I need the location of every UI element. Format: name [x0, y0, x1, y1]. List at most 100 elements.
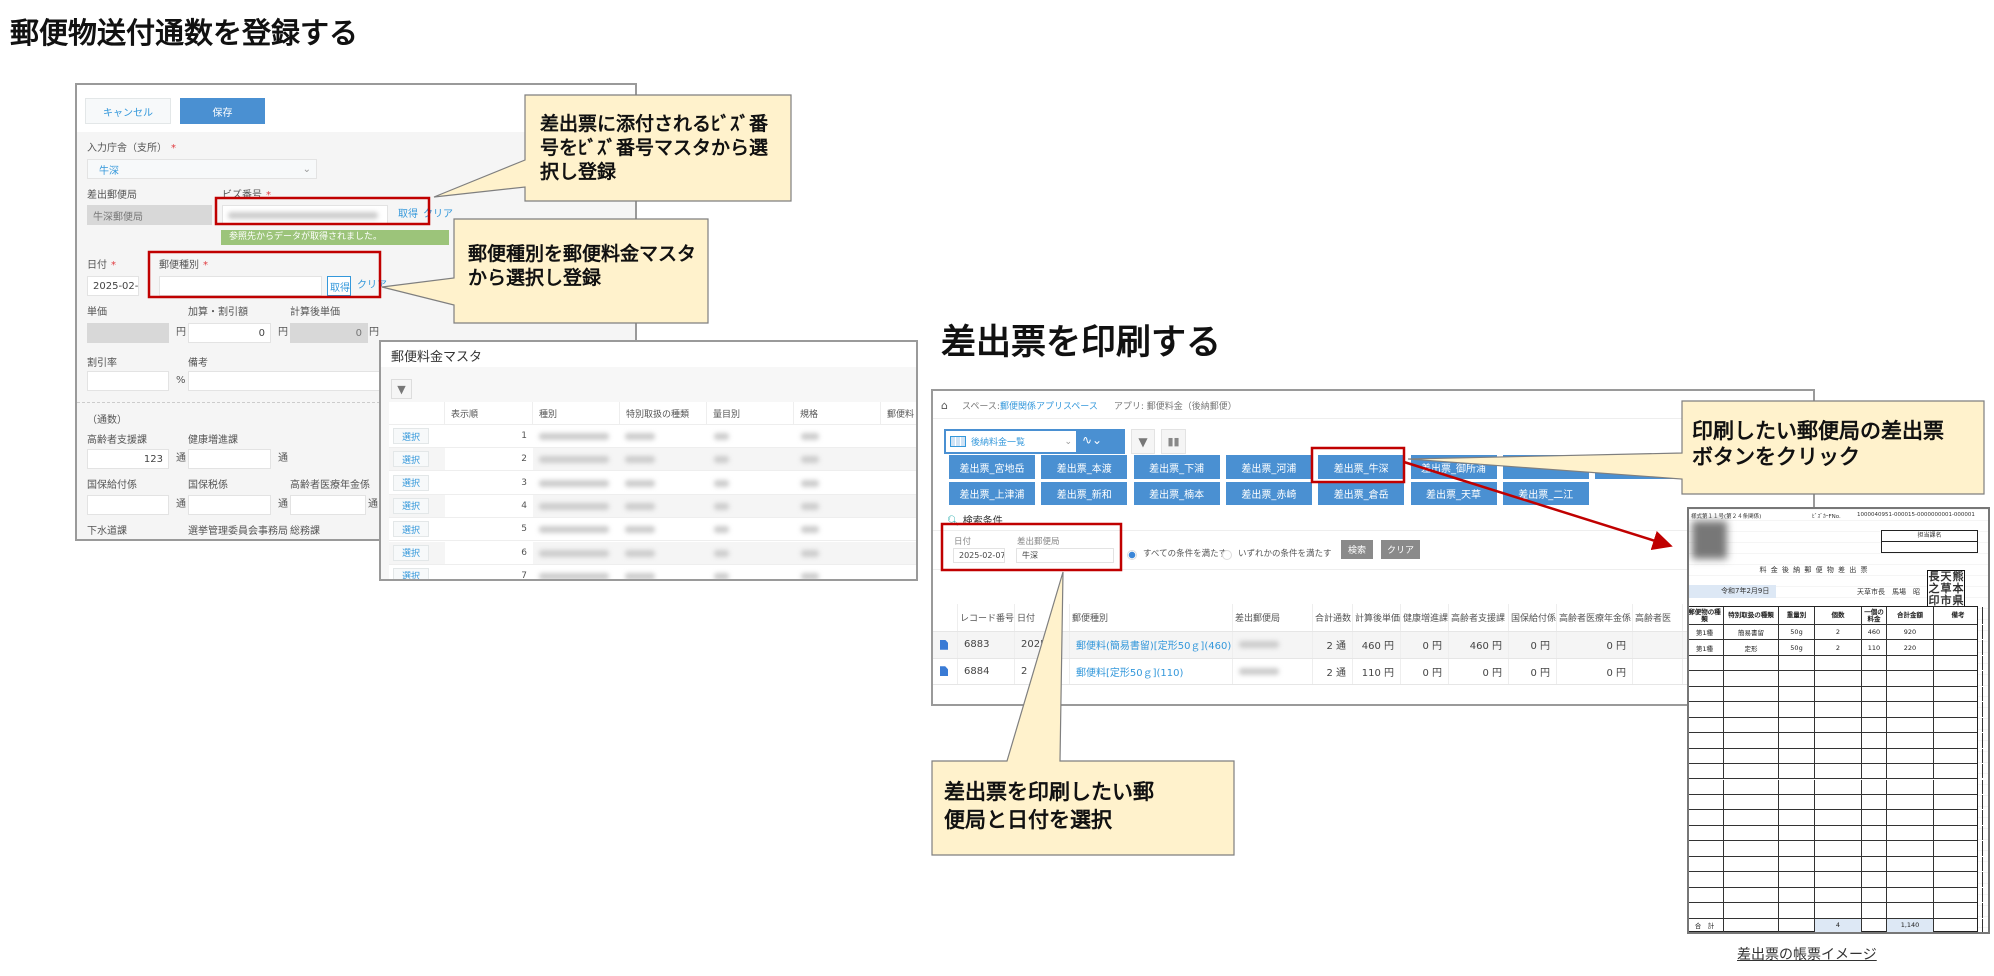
blurred-value [801, 549, 819, 557]
report-cell [1689, 841, 1724, 856]
report-cell [1724, 825, 1779, 841]
print-button-2-5[interactable]: 差出票_倉岳 [1318, 482, 1405, 505]
chart-icon[interactable]: ▮▮ [1161, 429, 1186, 454]
discount-field[interactable] [87, 371, 169, 391]
report-cell [1815, 686, 1862, 702]
count-unit: 通 [278, 499, 288, 510]
report-cell [1779, 887, 1815, 903]
print-button-1-8[interactable] [1595, 455, 1682, 479]
blurred-value [714, 433, 729, 440]
print-button-1-2[interactable]: 差出票_本渡 [1041, 455, 1128, 479]
select-button[interactable]: 選択 [393, 497, 429, 514]
print-button-1-6[interactable]: 差出票_御所浦 [1410, 455, 1497, 479]
date-field[interactable]: 2025-02-09 [87, 276, 139, 296]
print-button-1-4[interactable]: 差出票_河浦 [1225, 455, 1312, 479]
filter-icon[interactable]: ▼ [1131, 429, 1155, 454]
biz-clear-button[interactable]: クリア [423, 209, 453, 220]
records-table: レコード番号日付郵便種別差出郵便局合計通数計算後単価健康増進課高齢者支援課国保給… [933, 604, 1813, 686]
print-button-2-2[interactable]: 差出票_新和 [1041, 482, 1128, 505]
display-order: 2 [445, 448, 533, 471]
biz-number-field[interactable] [222, 205, 388, 225]
file-icon[interactable] [940, 666, 948, 677]
filter-icon[interactable]: ▼ [391, 379, 412, 399]
mail-type-get-button[interactable]: 取得 [327, 276, 351, 296]
print-button-1-5[interactable]: 差出票_牛深 [1318, 455, 1405, 479]
dept4-count-field[interactable] [188, 495, 271, 515]
radio-all[interactable] [1127, 550, 1137, 560]
callout-select-office: 差出票を印刷したい郵便局と日付を選択 [944, 780, 1154, 833]
report-cell [1887, 794, 1934, 810]
print-button-2-4[interactable]: 差出票_赤崎 [1225, 482, 1312, 505]
table-cell: 0 円 [1449, 658, 1509, 684]
report-row [1689, 856, 1983, 873]
blurred-value [801, 572, 819, 579]
report-cell [1779, 810, 1815, 825]
select-button[interactable]: 選択 [393, 451, 429, 468]
clear-button[interactable]: クリア [1381, 540, 1420, 559]
report-cell [1862, 794, 1887, 810]
report-cell: 簡易書留 [1724, 625, 1779, 640]
report-cell [1815, 794, 1862, 810]
blurred-value [714, 549, 729, 557]
table-cell[interactable]: 郵便料(簡易書留)[定形50ｇ](460) [1070, 632, 1233, 658]
blurred-value [1239, 667, 1279, 675]
column-header: 特別取扱の種類 [620, 402, 707, 424]
dept3-count-field[interactable] [87, 495, 169, 515]
dept1-count-field[interactable]: 123 [87, 449, 169, 469]
table-cell[interactable]: 郵便料[定形50ｇ](110) [1070, 658, 1233, 684]
branch-select[interactable]: 牛深⌄ [87, 159, 317, 179]
search-button[interactable]: 検索 [1341, 540, 1373, 559]
view-selector[interactable]: 後納料金一覧 ⌄ ∿⌄ [944, 429, 1125, 454]
graph-icon[interactable]: ∿⌄ [1082, 433, 1103, 447]
report-cell [1862, 903, 1887, 918]
table-cell: 460 円 [1353, 632, 1401, 658]
report-row [1689, 887, 1983, 904]
calc-price-label: 計算後単価 [290, 307, 340, 318]
blurred-value [539, 479, 609, 487]
select-button[interactable]: 選択 [393, 521, 429, 538]
dept-label: 総務課 [290, 526, 320, 537]
report-cell [1934, 887, 1983, 903]
table-cell: 6884 [958, 658, 1015, 684]
dept2-count-field[interactable] [188, 449, 271, 469]
table-cell: 0 円 [1557, 658, 1633, 684]
search-date-field[interactable]: 2025-02-07 [953, 548, 1005, 563]
report-cell [1862, 841, 1887, 856]
biz-get-button[interactable]: 取得 [398, 209, 418, 220]
home-icon[interactable]: ⌂ [941, 399, 948, 412]
print-button-2-6[interactable]: 差出票_天草 [1410, 482, 1497, 505]
mail-type-field[interactable] [159, 276, 322, 296]
breadcrumb-space-link[interactable]: 郵便関係アプリスペース [999, 402, 1098, 412]
print-button-1-1[interactable]: 差出票_宮地岳 [949, 455, 1035, 479]
print-button-1-7[interactable] [1502, 455, 1589, 479]
report-cell: 個数 [1815, 607, 1862, 624]
print-button-2-1[interactable]: 差出票_上津浦 [949, 482, 1035, 505]
select-button[interactable]: 選択 [393, 428, 429, 444]
mail-type-clear-button[interactable]: クリア [357, 280, 387, 291]
print-button-2-3[interactable]: 差出票_楠本 [1133, 482, 1220, 505]
post-office-label: 差出郵便局 [87, 190, 137, 201]
report-cell [1689, 686, 1724, 702]
report-cell: 合計金額 [1887, 607, 1934, 624]
adjust-field[interactable]: 0 [188, 323, 271, 343]
report-cell [1887, 686, 1934, 702]
select-button[interactable]: 選択 [393, 544, 429, 561]
dept5-count-field[interactable] [290, 495, 366, 515]
seal-character: 印 [1928, 594, 1940, 607]
file-icon[interactable] [940, 639, 948, 650]
report-cell [1862, 810, 1887, 825]
radio-any[interactable] [1222, 550, 1232, 560]
select-button[interactable]: 選択 [393, 474, 429, 491]
select-button[interactable]: 選択 [393, 567, 429, 579]
report-cell [1934, 655, 1983, 671]
cancel-button[interactable]: キャンセル [85, 98, 171, 124]
callout-print-button: 印刷したい郵便局の差出票ボタンをクリック [1692, 419, 1944, 470]
search-office-field[interactable]: 牛深 [1016, 548, 1114, 563]
save-button[interactable]: 保存 [180, 98, 265, 124]
blurred-value [801, 526, 819, 534]
print-button-2-7[interactable]: 差出票_二江 [1502, 482, 1589, 505]
blurred-value [539, 549, 609, 557]
report-cell [1887, 841, 1934, 856]
print-button-1-3[interactable]: 差出票_下浦 [1133, 455, 1220, 479]
